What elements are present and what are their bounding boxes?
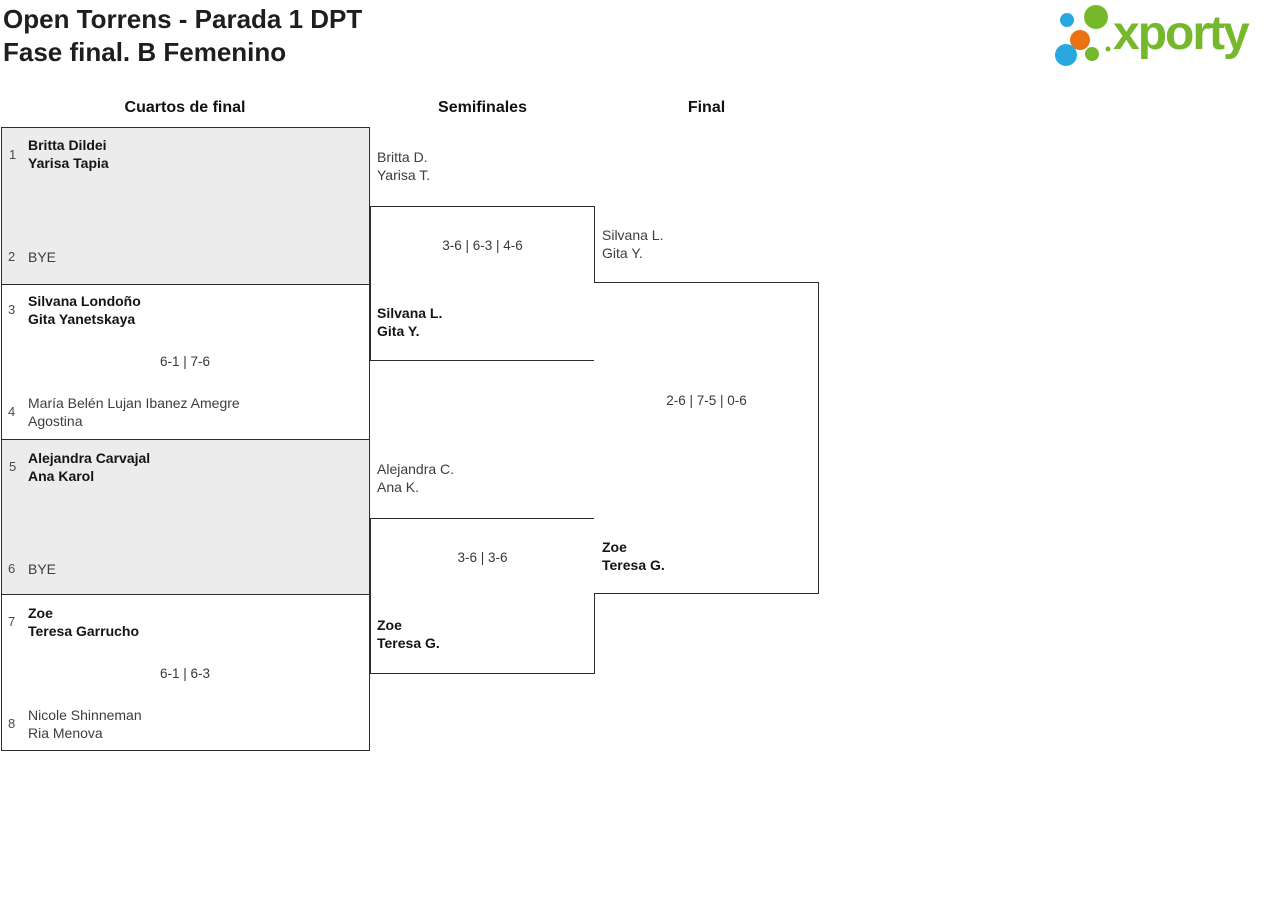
xporty-dots-icon <box>1055 5 1111 66</box>
qf1-team-bottom-line1: BYE <box>28 249 57 265</box>
sf1-team-top-line1: Britta D. <box>377 149 428 165</box>
page-title: Open Torrens - Parada 1 DPT <box>3 4 363 34</box>
sf1-match-score: 3-6 | 6-3 | 4-6 <box>442 238 523 253</box>
qf1-seed-top: 1 <box>9 147 17 162</box>
round-header-quarterfinals: Cuartos de final <box>124 99 246 116</box>
final-team-top-line2: Gita Y. <box>602 245 643 261</box>
qf4-seed-top: 7 <box>8 614 16 629</box>
qf2-team-top-line1: Silvana Londoño <box>28 293 141 309</box>
qf3-seed-top: 5 <box>9 459 17 474</box>
qf1-team-top-line1: Britta Dildei <box>28 137 107 153</box>
qf2-team-bottom-line1: María Belén Lujan Ibanez Amegre <box>28 395 240 411</box>
match-box-sf2 <box>370 518 595 674</box>
qf2-match-score: 6-1 | 7-6 <box>159 354 211 369</box>
match-box-qf3 <box>1 439 370 595</box>
round-header-final: Final <box>687 99 726 116</box>
qf4-team-bottom-line2: Ria Menova <box>28 725 103 741</box>
sf2-team-bottom-line2: Teresa G. <box>377 635 440 651</box>
sf1-team-top-line2: Yarisa T. <box>377 167 431 183</box>
xporty-brand-text: xporty <box>1113 7 1250 60</box>
round-header-semifinals: Semifinales <box>438 99 527 116</box>
final-team-bottom-line2: Teresa G. <box>602 557 665 573</box>
qf1-seed-bottom: 2 <box>8 249 16 264</box>
qf1-team-top-line2: Yarisa Tapia <box>28 155 109 171</box>
match-box-qf4 <box>1 594 370 751</box>
match-box-final <box>594 282 819 594</box>
qf4-seed-bottom: 8 <box>8 716 16 731</box>
sf2-match-score: 3-6 | 3-6 <box>457 550 508 565</box>
qf4-team-top-line2: Teresa Garrucho <box>28 623 140 639</box>
qf3-team-bottom-line1: BYE <box>28 561 57 577</box>
sf2-team-top-line2: Ana K. <box>377 479 420 495</box>
qf2-team-top-line2: Gita Yanetskaya <box>28 311 136 327</box>
match-box-qf2 <box>1 284 370 440</box>
page-subtitle: Fase final. B Femenino <box>3 37 287 67</box>
sf1-team-bottom-line1: Silvana L. <box>377 305 443 321</box>
final-team-top-line1: Silvana L. <box>602 227 664 243</box>
sf2-team-bottom-line1: Zoe <box>377 617 402 633</box>
xporty-logo[interactable]: xporty <box>1046 2 1276 68</box>
final-team-bottom-line1: Zoe <box>602 539 627 555</box>
qf4-team-bottom-line1: Nicole Shinneman <box>28 707 142 723</box>
final-match-score: 2-6 | 7-5 | 0-6 <box>666 393 747 408</box>
match-box-qf1 <box>1 127 370 285</box>
qf2-seed-bottom: 4 <box>8 404 16 419</box>
sf1-team-bottom-line2: Gita Y. <box>377 323 420 339</box>
qf3-team-top-line1: Alejandra Carvajal <box>28 450 151 466</box>
match-box-sf1 <box>370 206 595 361</box>
qf3-seed-bottom: 6 <box>8 561 16 576</box>
qf4-match-score: 6-1 | 6-3 <box>159 666 211 681</box>
qf4-team-top-line1: Zoe <box>28 605 53 621</box>
qf2-team-bottom-line2: Agostina <box>28 413 83 429</box>
sf2-team-top-line1: Alejandra C. <box>377 461 455 477</box>
qf3-team-top-line2: Ana Karol <box>28 468 95 484</box>
qf2-seed-top: 3 <box>8 302 16 317</box>
